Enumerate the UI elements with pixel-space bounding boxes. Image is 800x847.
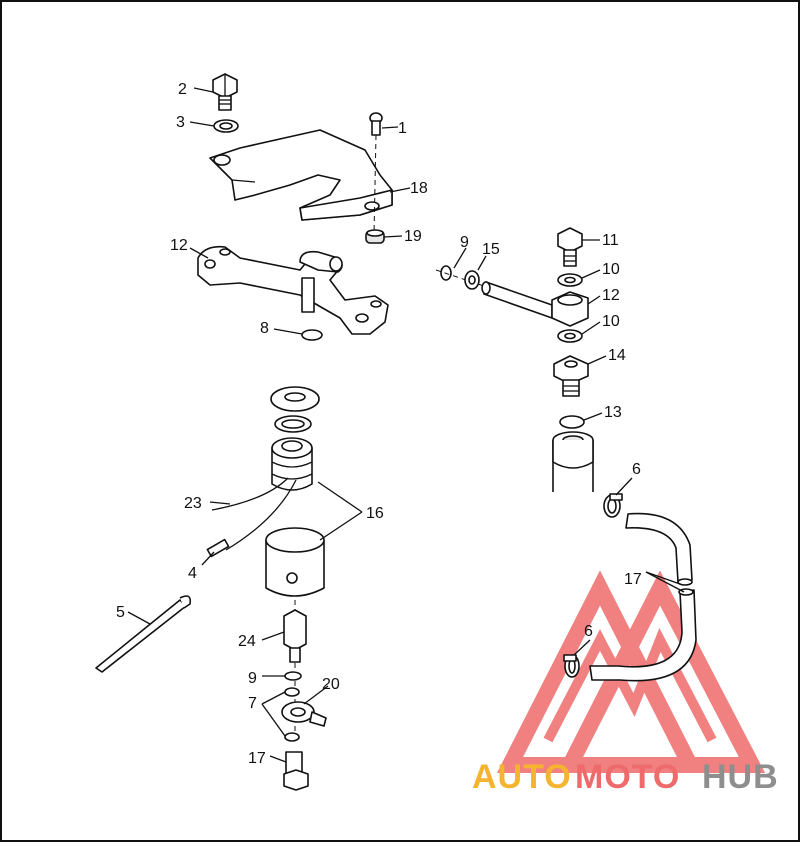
switch-part-16 (271, 437, 313, 491)
rod-part-5 (95, 595, 192, 673)
callout-23: 23 (184, 495, 202, 512)
screw-part-1 (369, 112, 383, 136)
callout-10-lower: 10 (602, 313, 620, 330)
callout-9-upper: 9 (460, 234, 469, 251)
washer-part-3 (213, 119, 239, 133)
callout-22: 19 (404, 228, 422, 245)
callout-14: 14 (608, 347, 626, 364)
callout-5: 5 (116, 604, 125, 621)
connector-part-4 (206, 538, 230, 558)
clamp-part-6-top (603, 493, 623, 518)
banjo-part-20 (281, 701, 327, 727)
sleeve-part-16 (265, 527, 325, 597)
callout-labels: 2 3 1 18 19 12 8 9 15 11 10 12 10 14 13 … (116, 81, 642, 767)
callout-17: 17 (248, 750, 266, 767)
bolt-part-11 (557, 227, 583, 267)
oring-part-7 (284, 687, 300, 742)
watermark-part-hub: HUB (702, 758, 779, 796)
callout-19: 17 (624, 571, 642, 588)
callout-16: 16 (366, 505, 384, 522)
nut-part-22 (365, 229, 385, 244)
callout-11: 11 (602, 232, 619, 249)
washer-part-10-bottom (557, 329, 583, 343)
oring-large (274, 415, 312, 433)
callout-20: 20 (322, 676, 340, 693)
callout-9-lower: 9 (248, 670, 257, 687)
wire-part-4 (225, 479, 297, 551)
bracket-part-21 (209, 129, 393, 221)
fitting-part-14 (553, 355, 589, 397)
washer-part-8 (301, 329, 323, 341)
lever-part-15 (197, 245, 389, 335)
wire-part-23 (211, 477, 289, 511)
washer-part-10-top (557, 273, 583, 287)
callout-10-upper: 10 (602, 261, 620, 278)
callout-3: 3 (176, 114, 185, 131)
callout-8: 8 (260, 320, 269, 337)
leader-lines (127, 87, 685, 763)
watermark-part-auto: AUTO (472, 758, 572, 796)
callout-12: 12 (602, 287, 620, 304)
callout-6-lower: 6 (584, 623, 593, 640)
rod-part-12 (481, 281, 589, 327)
callout-15: 12 (170, 237, 188, 254)
oring-part-13 (559, 415, 585, 429)
callout-2: 2 (178, 81, 187, 98)
cylinder-body (552, 431, 594, 492)
clamp-part-6-bottom (563, 654, 580, 678)
callout-6-upper: 6 (632, 461, 641, 478)
fitting-part-24 (283, 609, 307, 663)
callout-7: 7 (248, 695, 257, 712)
callout-24: 24 (238, 633, 256, 650)
callout-21: 18 (410, 180, 428, 197)
washer-part-9-lower (284, 671, 302, 681)
callout-1: 1 (398, 120, 407, 137)
cap-washer (270, 386, 320, 412)
bolt-part-17 (283, 751, 309, 791)
watermark-part-moto: MOTO (575, 758, 680, 796)
bushing-part-18 (464, 270, 480, 290)
callout-4: 4 (188, 565, 197, 582)
callout-13: 13 (604, 404, 622, 421)
callout-18: 15 (482, 241, 500, 258)
watermark-text: AUTO MOTO HUB (472, 758, 779, 796)
